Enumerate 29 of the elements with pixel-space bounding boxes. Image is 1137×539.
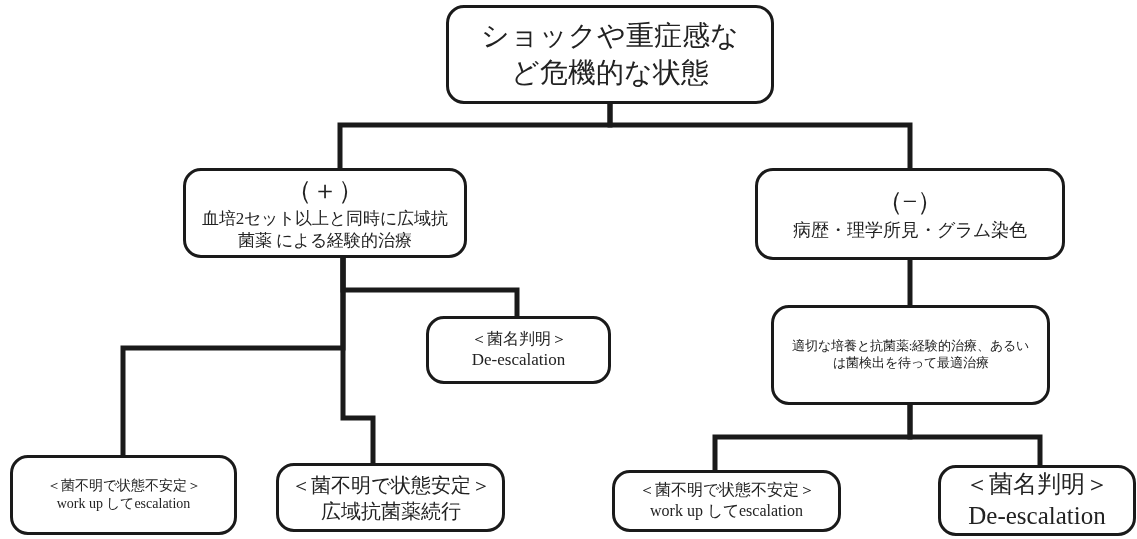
body-text: 血培2セット以上と同時に広域抗菌薬 による経験的治療 (200, 207, 450, 252)
box-text: 適切な培養と抗菌薬:経験的治療、あるいは菌検出を待って最適治療 (790, 338, 1031, 372)
rounded-box (426, 316, 611, 384)
rounded-box (755, 168, 1065, 260)
heading-text: （−） (876, 186, 944, 219)
rounded-box (276, 463, 505, 532)
rounded-box (938, 465, 1136, 536)
connector-line (907, 405, 1043, 465)
heading-text: ＜菌不明で状態不安定＞ (46, 476, 201, 495)
connector-line (907, 260, 913, 305)
heading-text: ＜菌不明で状態不安定＞ (638, 480, 815, 501)
connector-line (607, 104, 913, 168)
rounded-box (183, 168, 467, 258)
connector-line (340, 258, 376, 463)
rounded-box (771, 305, 1050, 405)
box-text: ショックや重症感など危機的な状態 (480, 19, 740, 90)
body-text: De-escalation (471, 349, 566, 372)
rounded-box (612, 470, 841, 532)
body-text: De-escalation (968, 500, 1106, 531)
body-text: work up してescalation (650, 501, 803, 522)
body-text: 病歴・理学所見・グラム染色 (793, 219, 1027, 243)
heading-text: ＜菌不明で状態安定＞ (290, 472, 491, 498)
rounded-box (10, 455, 237, 535)
rounded-box (446, 5, 774, 104)
heading-text: （＋） (286, 175, 364, 207)
heading-text: ＜菌名判明＞ (470, 328, 567, 349)
body-text: 広域抗菌薬続行 (320, 498, 461, 524)
heading-text: ＜菌名判明＞ (965, 469, 1109, 499)
body-text: work up してescalation (56, 495, 191, 513)
